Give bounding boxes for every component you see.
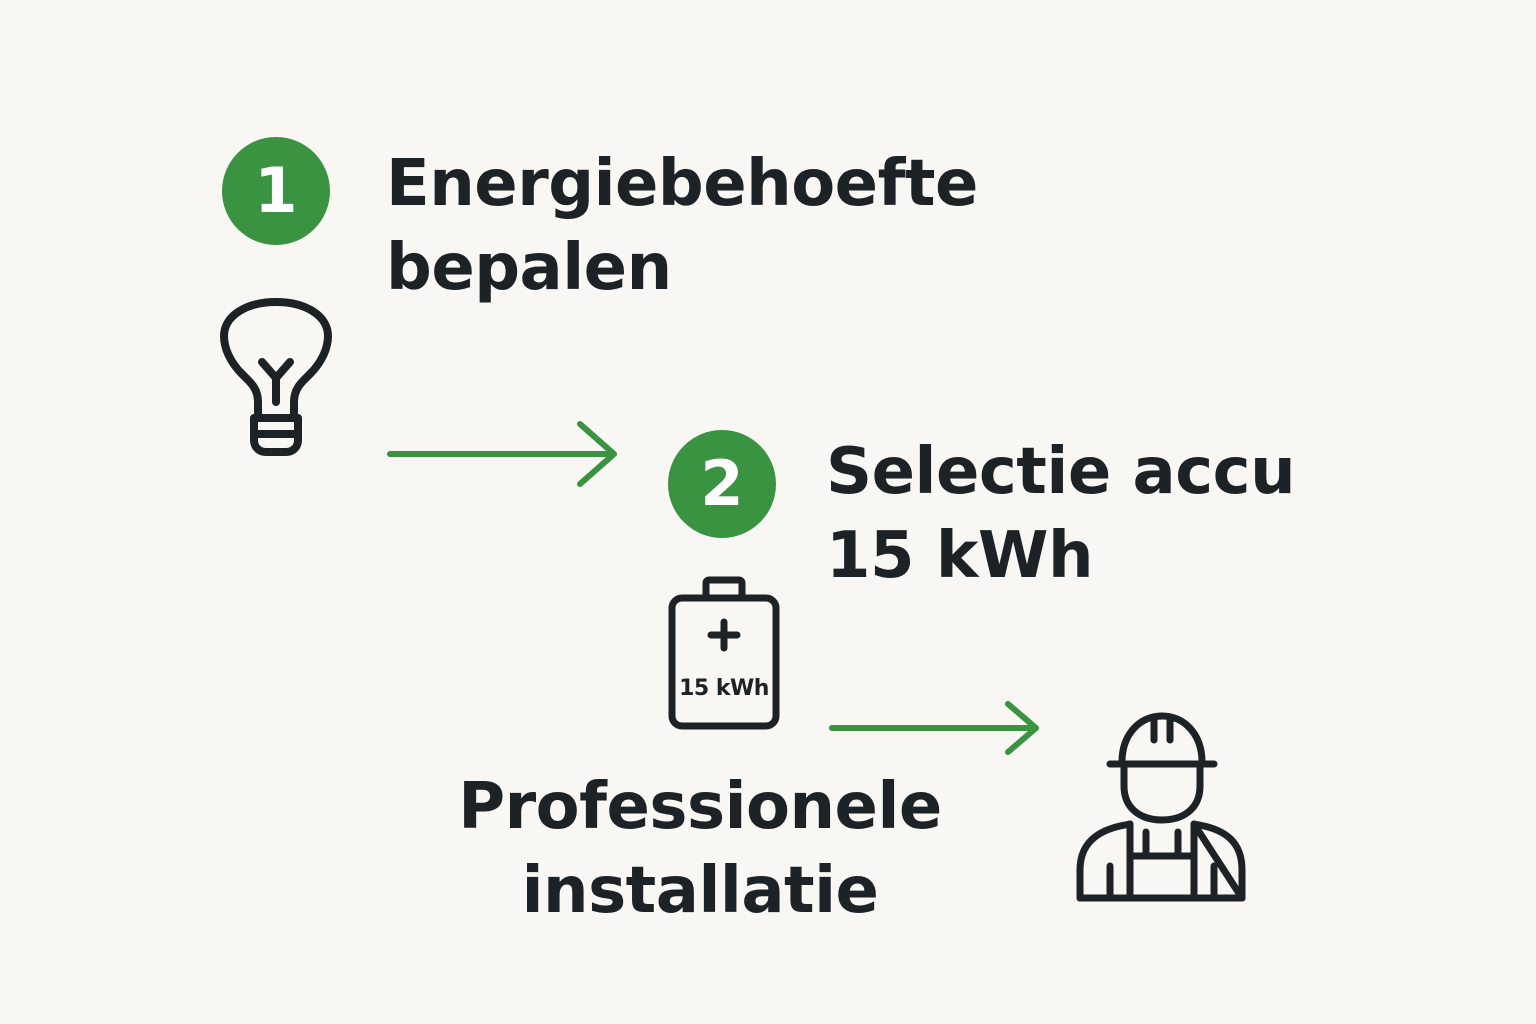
step-3-title-line-1: Professionele <box>458 770 942 844</box>
step-1-title: Energiebehoefte bepalen <box>386 142 978 310</box>
arrow-right-icon <box>387 421 617 487</box>
step-2-title-line-1: Selectie accu <box>826 435 1296 509</box>
worker-icon <box>1076 712 1246 902</box>
step-1-title-line-1: Energiebehoefte <box>386 147 978 221</box>
step-2-number-badge: 2 <box>668 430 776 538</box>
step-2-title: Selectie accu 15 kWh <box>826 430 1296 598</box>
battery-icon <box>668 576 780 730</box>
step-2-title-line-2: 15 kWh <box>826 519 1094 593</box>
step-3-title: Professionele installatie <box>440 765 960 933</box>
step-1-title-line-2: bepalen <box>386 231 672 305</box>
plus-icon <box>707 618 741 652</box>
lightbulb-icon <box>220 298 332 456</box>
arrow-right-icon <box>829 701 1039 755</box>
step-1-number-badge: 1 <box>222 137 330 245</box>
battery-capacity-label: 15 kWh <box>679 676 769 701</box>
step-3-title-line-2: installatie <box>521 854 879 928</box>
